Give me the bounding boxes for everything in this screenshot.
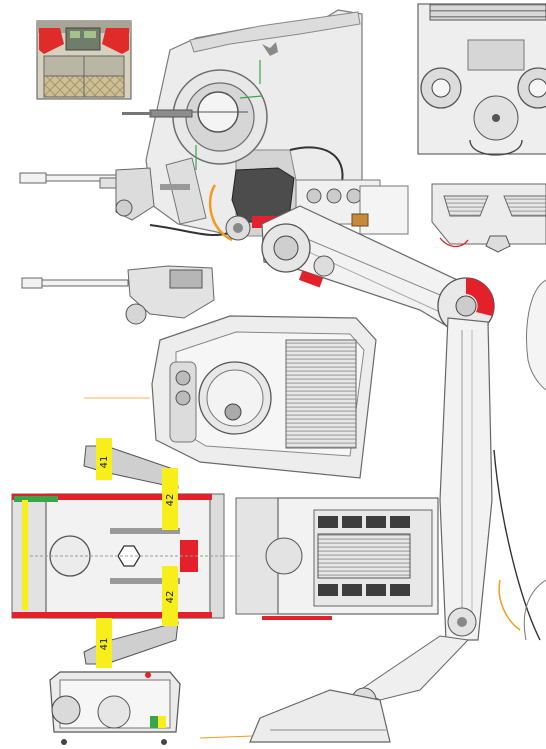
partial-leg-edge	[526, 279, 546, 391]
head-top-view	[84, 315, 377, 479]
chin-cannon-assembly	[19, 167, 155, 221]
chin-cannon-side-view	[21, 265, 215, 325]
body-front-view	[49, 671, 181, 745]
walker-upper-leg	[261, 205, 495, 335]
red-seat-left	[39, 28, 64, 54]
walker-foot	[199, 635, 470, 743]
part-tag-41-lower	[96, 618, 112, 668]
red-seat-right	[102, 28, 129, 54]
partial-foot-edge	[523, 579, 546, 641]
part-tag-42-upper	[162, 468, 178, 530]
part-number-label: 42	[165, 591, 176, 604]
neck-machinery	[149, 146, 409, 242]
part-number-label: 41	[99, 456, 110, 469]
neck-bracket-view	[431, 183, 546, 253]
part-number-label: 42	[165, 494, 176, 507]
body-top-view	[235, 497, 439, 620]
strut-lower: 42 41	[83, 566, 179, 668]
body-underside-view: 41 42 42 41	[11, 438, 240, 668]
strut-upper: 41 42	[83, 438, 179, 530]
part-tag-42-lower	[162, 566, 178, 626]
part-tag-41-upper	[96, 438, 112, 480]
cockpit-interior-view	[36, 20, 132, 100]
head-rear-view	[417, 3, 546, 156]
red-knee-segment	[466, 278, 494, 316]
red-hip-plate	[298, 270, 324, 288]
empire-insignia	[262, 42, 278, 56]
head-cannon	[122, 109, 193, 118]
part-number-label: 41	[99, 638, 110, 651]
walker-lower-leg	[439, 317, 541, 641]
